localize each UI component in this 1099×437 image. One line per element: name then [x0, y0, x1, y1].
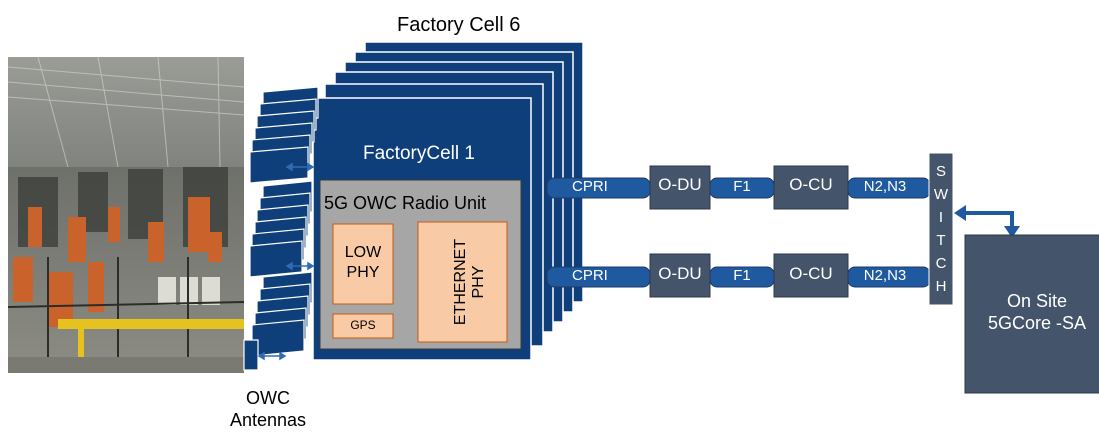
core-label: On Site 5GCore -SA: [975, 290, 1099, 334]
ethernet-phy-line-2: PHY: [470, 222, 488, 342]
ethernet-phy-line-1: ETHERNET: [452, 222, 470, 342]
ocu-label-2: O-CU: [774, 264, 848, 284]
switch-letter: T: [929, 229, 953, 252]
odu-label-2: O-DU: [650, 264, 710, 284]
owc-antennas-line-2: Antennas: [218, 409, 318, 431]
cpri-label-2: CPRI: [572, 267, 608, 284]
odu-label-1: O-DU: [650, 175, 710, 195]
low-phy-line-2: PHY: [333, 263, 393, 283]
low-phy-label: LOW PHY: [333, 243, 393, 283]
switch-letter: I: [929, 206, 953, 229]
ethernet-phy-label: ETHERNET PHY: [452, 222, 472, 342]
radio-unit-title: 5G OWC Radio Unit: [324, 193, 486, 214]
low-phy-line-1: LOW: [333, 243, 393, 263]
f1-label-1: F1: [710, 178, 774, 195]
owc-antennas-label: OWC Antennas: [218, 387, 318, 431]
main-cell-title: FactoryCell 1: [363, 143, 475, 165]
switch-letter: W: [929, 183, 953, 206]
top-cell-title: Factory Cell 6: [397, 14, 520, 37]
ocu-label-1: O-CU: [774, 175, 848, 195]
switch-letter: S: [929, 160, 953, 183]
switch-label: S W I T C H: [929, 160, 953, 298]
f1-label-2: F1: [710, 267, 774, 284]
n2n3-label-1: N2,N3: [848, 178, 922, 195]
core-line-2: 5GCore -SA: [975, 312, 1099, 334]
switch-letter: H: [929, 275, 953, 298]
gps-label: GPS: [333, 318, 393, 332]
core-line-1: On Site: [975, 290, 1099, 312]
cpri-label-1: CPRI: [572, 178, 608, 195]
owc-antennas-line-1: OWC: [218, 387, 318, 409]
n2n3-label-2: N2,N3: [848, 267, 922, 284]
switch-core-arrow: [954, 205, 1020, 238]
owc-antenna-group: [244, 87, 318, 370]
switch-letter: C: [929, 252, 953, 275]
